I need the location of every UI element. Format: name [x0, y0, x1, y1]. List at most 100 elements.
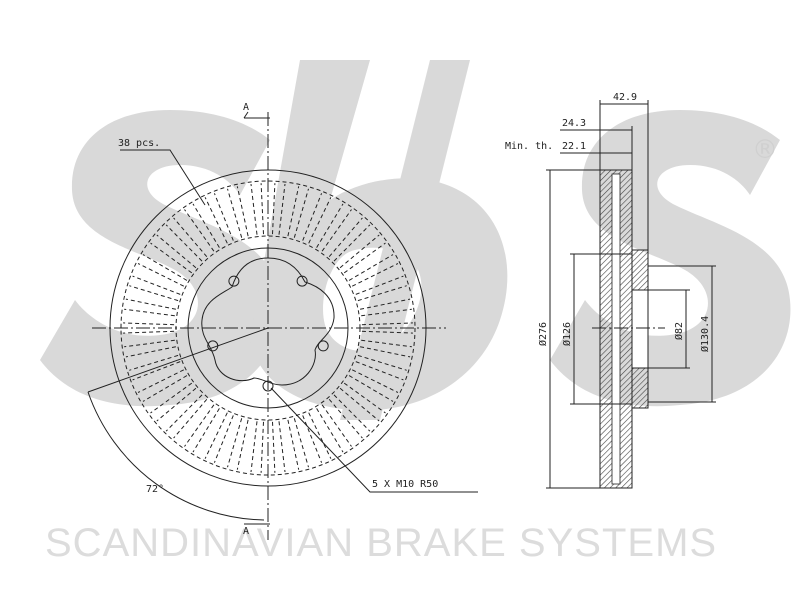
vane-line: [250, 183, 258, 235]
vane-line: [192, 203, 220, 248]
vane-line: [137, 369, 185, 393]
vane-line: [351, 369, 399, 393]
vane-line: [360, 298, 411, 310]
vane-line: [123, 322, 175, 326]
section-label-top: A: [243, 102, 249, 113]
vane-line: [204, 412, 228, 459]
vane-line: [357, 285, 407, 302]
vane-line: [260, 183, 264, 235]
vane-line: [125, 346, 176, 358]
vane-line: [227, 418, 243, 468]
vane-line: [132, 361, 181, 381]
vane-line: [287, 186, 300, 237]
vane-line: [156, 234, 197, 269]
bolt-leader-line: [270, 387, 478, 493]
vane-line: [302, 193, 323, 241]
brand-text-watermark: SCANDINAVIAN BRAKE SYSTEMS: [45, 521, 717, 565]
vane-line: [361, 322, 413, 326]
vane-line: [150, 382, 193, 414]
vane-line: [192, 408, 220, 453]
min-thickness-value: 22.1: [562, 141, 586, 152]
sbs-logo-watermark: [40, 60, 791, 420]
vane-line: [184, 404, 215, 447]
vane-line: [125, 298, 176, 310]
vane-line: [213, 415, 234, 463]
vane-line: [204, 197, 228, 244]
vane-line: [150, 242, 193, 274]
dim-bore-diameter: Ø82: [673, 322, 685, 340]
vane-line: [260, 421, 264, 473]
angle-label: 72°: [146, 484, 164, 495]
vane-line: [343, 382, 386, 414]
vane-line: [132, 275, 181, 295]
vane-line: [287, 419, 300, 470]
section-arrow-top: [243, 111, 249, 119]
vane-line: [360, 346, 411, 358]
side-view: 42.9 24.3 Min. th. 22.1 Ø276 Ø126 Ø82 Ø1…: [505, 92, 716, 489]
vane-line: [124, 308, 175, 317]
vane-line: [293, 418, 309, 468]
vane-line: [142, 254, 188, 281]
vane-line: [137, 263, 185, 287]
bolt-hole: [296, 275, 308, 287]
vane-line: [123, 330, 175, 334]
bolt-spec-label: 5 X M10 R50: [372, 479, 438, 490]
dim-overall-width: 42.9: [613, 92, 637, 103]
vane-line: [333, 224, 371, 262]
vane-line: [361, 339, 412, 348]
vane-line: [321, 404, 352, 447]
vane-line: [278, 183, 286, 235]
vane-line: [302, 415, 323, 463]
section-label-bottom: A: [243, 526, 249, 537]
vane-line: [129, 354, 179, 371]
angle-ref-line: [87, 327, 269, 393]
dim-bolt-circle: Ø130.4: [699, 316, 711, 352]
vane-line: [272, 183, 276, 235]
vane-line: [355, 275, 404, 295]
vane-line: [361, 308, 412, 317]
vane-line: [156, 387, 197, 422]
vane-line: [173, 217, 208, 258]
vane-line: [293, 188, 309, 238]
vane-line: [308, 412, 332, 459]
vane-line: [129, 285, 179, 302]
vane-line: [227, 188, 243, 238]
vane-line: [184, 209, 215, 252]
vane-line: [165, 394, 203, 432]
vane-line: [250, 421, 258, 473]
dim-hat-diameter: Ø126: [561, 322, 573, 346]
dim-hat-height: 24.3: [562, 118, 586, 129]
vane-line: [328, 217, 363, 258]
registered-mark: ®: [752, 135, 778, 165]
vane-line: [316, 408, 344, 453]
hat-bore: [631, 289, 649, 369]
vane-line: [124, 339, 175, 348]
dim-outer-diameter: Ø276: [537, 322, 549, 346]
front-view: A A 38 pcs. 72° 5 X M10 R50: [87, 102, 478, 540]
vane-line: [339, 234, 380, 269]
vane-line: [348, 375, 394, 402]
vane-line: [328, 398, 363, 439]
vane-line: [355, 361, 404, 381]
vane-line: [308, 197, 332, 244]
cooling-vanes: [123, 183, 413, 473]
vane-line: [316, 203, 344, 248]
vane-line: [348, 254, 394, 281]
vane-line: [351, 263, 399, 287]
vane-line: [173, 398, 208, 439]
vent-channel: [611, 173, 621, 485]
vane-line: [165, 224, 203, 262]
min-thickness-label: Min. th.: [505, 141, 553, 152]
vane-line: [236, 186, 249, 237]
vane-line: [343, 242, 386, 274]
angle-arc: [87, 391, 265, 521]
vanes-count-label: 38 pcs.: [118, 138, 160, 149]
vane-line: [236, 419, 249, 470]
vane-line: [272, 421, 276, 473]
vanes-leader-line: [120, 149, 206, 206]
bolt-hole: [317, 340, 329, 352]
vane-line: [142, 375, 188, 402]
friction-ring-outer: [120, 180, 416, 476]
vane-line: [339, 387, 380, 422]
